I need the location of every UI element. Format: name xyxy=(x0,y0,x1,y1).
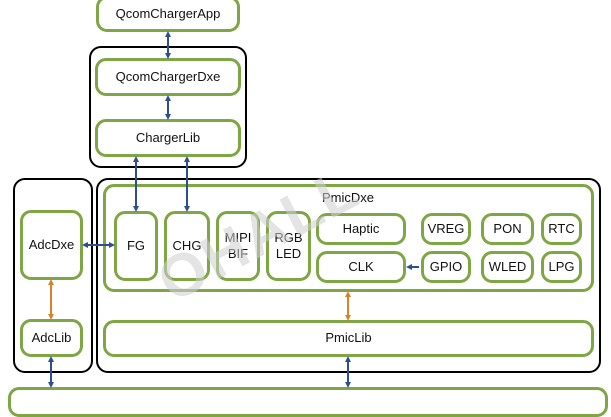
lpg-label: LPG xyxy=(548,258,575,274)
charger-lib-box: ChargerLib xyxy=(95,119,241,157)
pon-label: PON xyxy=(493,220,522,236)
haptic-label: Haptic xyxy=(342,220,380,236)
adc-lib-label: AdcLib xyxy=(31,329,72,345)
clk-label: CLK xyxy=(348,258,374,274)
adc-dxe-box: AdcDxe xyxy=(20,210,83,280)
fg-label: FG xyxy=(126,237,146,253)
vreg-label: VREG xyxy=(427,220,465,236)
pmic-dxe-title: PmicDxe xyxy=(321,190,374,205)
vreg-box: VREG xyxy=(421,213,471,245)
adc-dxe-label: AdcDxe xyxy=(28,236,75,252)
charger-lib-label: ChargerLib xyxy=(135,129,201,145)
mipi-bif-box: MIPI BIF xyxy=(216,211,260,281)
chg-label: CHG xyxy=(172,237,202,253)
qcom-charger-dxe-box: QcomChargerDxe xyxy=(95,58,241,96)
rgb-led-box: RGB LED xyxy=(266,211,311,281)
architecture-diagram: QcomChargerApp QcomChargerDxe ChargerLib… xyxy=(8,0,608,417)
lpg-box: LPG xyxy=(541,251,582,283)
fg-box: FG xyxy=(114,211,158,281)
pmic-lib-label: PmicLib xyxy=(325,330,372,346)
chg-box: CHG xyxy=(164,211,210,281)
qcom-charger-dxe-label: QcomChargerDxe xyxy=(115,68,221,84)
adc-lib-box: AdcLib xyxy=(20,319,83,357)
bottom-layer-box xyxy=(8,387,608,417)
qcom-charger-app-label: QcomChargerApp xyxy=(115,5,221,21)
qcom-charger-app-box: QcomChargerApp xyxy=(96,0,240,32)
wled-box: WLED xyxy=(481,251,534,283)
gpio-box: GPIO xyxy=(421,251,471,283)
haptic-box: Haptic xyxy=(316,213,406,245)
gpio-label: GPIO xyxy=(429,258,463,274)
rtc-box: RTC xyxy=(541,213,582,245)
rgb-led-label: RGB LED xyxy=(274,229,303,261)
wled-label: WLED xyxy=(488,258,527,274)
rtc-label: RTC xyxy=(548,220,575,236)
mipi-bif-label: MIPI BIF xyxy=(224,229,252,261)
pmic-lib-box: PmicLib xyxy=(103,320,594,357)
pon-box: PON xyxy=(481,213,534,245)
clk-box: CLK xyxy=(316,251,406,283)
